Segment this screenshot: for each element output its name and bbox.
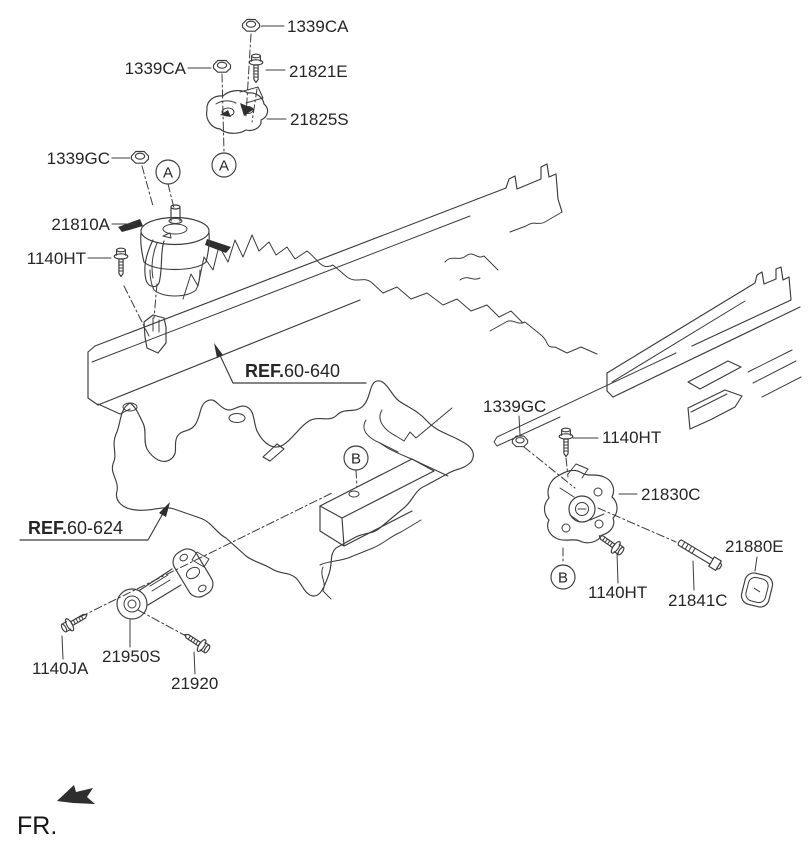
view-marker-b-1-label: B bbox=[351, 451, 361, 468]
view-marker-b-2-label: B bbox=[558, 570, 568, 587]
ref-label-60-640: REF.60-640 bbox=[245, 361, 340, 381]
nut-1339ca-left-drawing bbox=[212, 59, 232, 73]
part-label-1339ca-left: 1339CA bbox=[125, 59, 187, 78]
engine-silhouette-lines bbox=[182, 234, 598, 355]
rear-roll-member-drawing bbox=[319, 458, 435, 547]
ref-label-60-624-number: 60-624 bbox=[67, 518, 123, 538]
part-label-1339gc-right: 1339GC bbox=[483, 397, 546, 416]
part-label-21880e: 21880E bbox=[725, 537, 784, 556]
nut-1339gc-right-drawing bbox=[511, 435, 529, 448]
part-label-1339ca-top: 1339CA bbox=[287, 17, 349, 36]
bolt-1140ja-drawing bbox=[58, 608, 91, 636]
ref-label-60-640-prefix: REF. bbox=[245, 361, 284, 381]
part-label-1339gc-left: 1339GC bbox=[47, 149, 110, 168]
bolt-1140ht-left-drawing bbox=[113, 247, 129, 278]
view-marker-a-1-label: A bbox=[163, 165, 173, 182]
view-marker-b-1-circle bbox=[343, 445, 369, 471]
view-marker-b-2-circle bbox=[550, 564, 576, 590]
ref-60-640-leader bbox=[214, 343, 367, 384]
view-marker-a-1: A bbox=[155, 159, 181, 185]
roll-rod-21950s-drawing bbox=[116, 548, 214, 620]
part-label-1140ht-left: 1140HT bbox=[27, 249, 86, 268]
cover-plug-21880e-drawing bbox=[740, 572, 774, 608]
centerlines bbox=[79, 33, 677, 637]
view-marker-a-2-circle bbox=[211, 152, 237, 178]
view-marker-a-2-label: A bbox=[219, 158, 229, 175]
part-label-21830c: 21830C bbox=[641, 485, 701, 504]
view-marker-b-2: B bbox=[550, 564, 576, 590]
ref-60-624-leader bbox=[19, 502, 170, 541]
front-direction-marker: FR. bbox=[17, 785, 95, 840]
ref-label-60-624: REF.60-624 bbox=[28, 518, 123, 538]
engine-mount-21810a-drawing bbox=[118, 204, 231, 297]
frame-rail-ref-60-640-drawing bbox=[87, 163, 563, 415]
bolt-1140ht-right-top-drawing bbox=[558, 427, 574, 458]
part-label-1140ht-right-top: 1140HT bbox=[602, 428, 661, 447]
front-marker-label: FR. bbox=[17, 812, 57, 840]
transaxle-mount-21830c-drawing bbox=[543, 463, 618, 544]
leader-lines bbox=[61, 25, 758, 675]
part-label-21950s: 21950S bbox=[102, 647, 161, 666]
subframe-ref-60-624-drawing bbox=[111, 380, 474, 600]
view-marker-b-1: B bbox=[343, 445, 369, 471]
ref-label-60-624-prefix: REF. bbox=[28, 518, 67, 538]
through-bolt-21841c-drawing bbox=[677, 539, 723, 571]
view-marker-a-1-circle bbox=[155, 159, 181, 185]
front-arrow-icon bbox=[57, 785, 95, 804]
part-label-21841c: 21841C bbox=[668, 591, 728, 610]
part-label-1140ja: 1140JA bbox=[32, 659, 89, 678]
part-label-21825s: 21825S bbox=[290, 110, 349, 129]
frame-rail-right-drawing bbox=[493, 266, 802, 447]
bolt-21920-drawing bbox=[180, 628, 213, 657]
bolt-1140ht-right-bottom-drawing bbox=[594, 529, 627, 559]
part-label-21920: 21920 bbox=[171, 674, 218, 693]
nut-1339ca-top-drawing bbox=[241, 18, 261, 32]
part-label-21821e: 21821E bbox=[289, 62, 348, 81]
part-label-1140ht-right-bottom: 1140HT bbox=[588, 583, 647, 602]
part-label-21810a: 21810A bbox=[51, 215, 110, 234]
ref-label-60-640-number: 60-640 bbox=[284, 361, 340, 381]
view-marker-a-2: A bbox=[211, 152, 237, 178]
bolt-21821e-drawing bbox=[248, 53, 264, 84]
nut-1339gc-left-drawing bbox=[130, 150, 150, 164]
bracket-21825s-drawing bbox=[206, 86, 269, 134]
